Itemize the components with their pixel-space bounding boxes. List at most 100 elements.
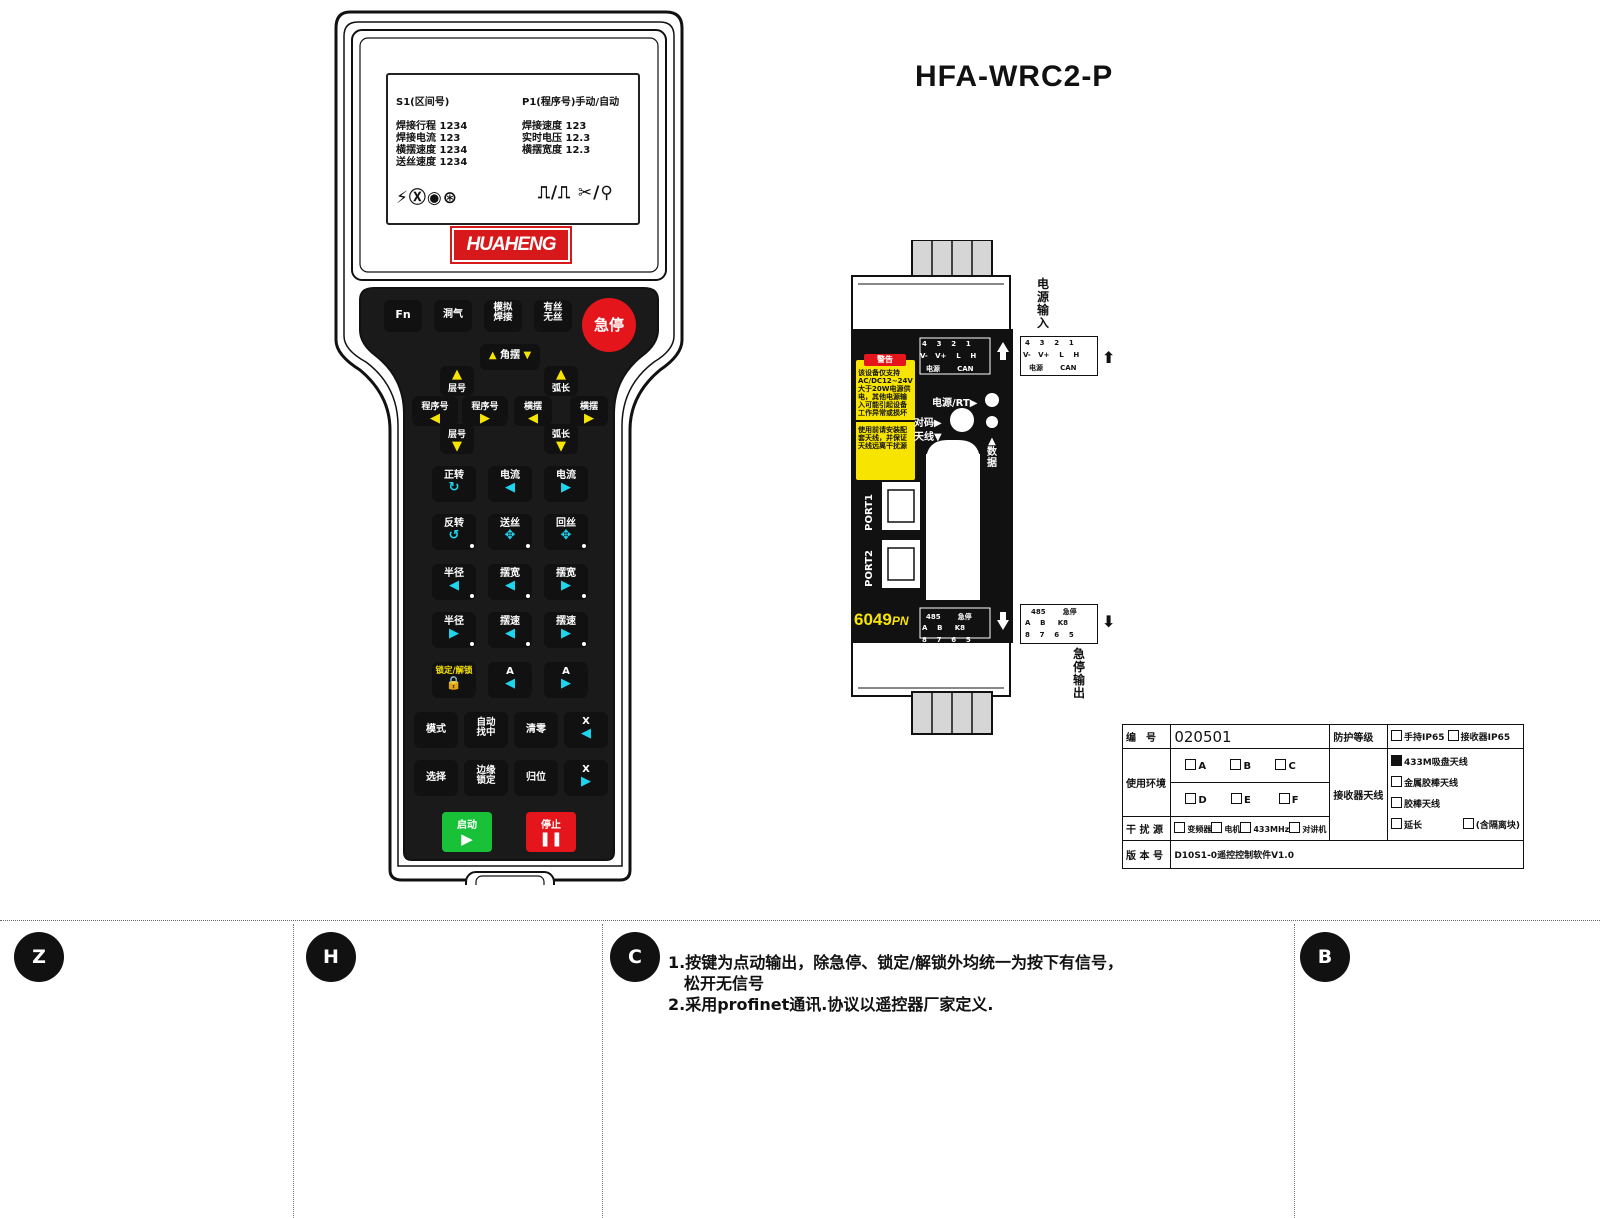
callout-terminal-groups: 电源 CAN (1029, 364, 1077, 372)
a-axis-increase-button[interactable]: A▶ (544, 662, 588, 698)
checkbox[interactable] (1185, 793, 1197, 804)
width-increase-button[interactable]: 摆宽▶ (544, 564, 588, 600)
forward-rotate-button[interactable]: 正转↻ (432, 466, 476, 502)
callout-terminal-numbers: 8 7 6 5 (1025, 631, 1074, 639)
checkbox[interactable] (1391, 730, 1403, 741)
screen-right-line: 实时电压 12.3 (522, 133, 591, 144)
clear-button[interactable]: 清零 (514, 712, 558, 748)
radius-increase-button[interactable]: 半径▶ (432, 612, 476, 648)
program-prev-button[interactable]: 程序号◀ (412, 396, 458, 426)
bottom-terminal-groups: 485 急停 (926, 613, 972, 621)
radius-decrease-button[interactable]: 半径◀ (432, 564, 476, 600)
checkbox[interactable] (1278, 793, 1290, 804)
x-axis-increase-button[interactable]: X▶ (564, 760, 608, 796)
select-button[interactable]: 选择 (414, 760, 458, 796)
checkbox[interactable] (1240, 822, 1252, 833)
checkbox[interactable] (1391, 796, 1403, 808)
screen-left-line: 焊接电流 123 (396, 133, 461, 144)
warning-text: 套天线，并保证 (858, 434, 907, 442)
environment-options: A B C (1170, 748, 1331, 783)
checkbox[interactable] (1275, 759, 1287, 770)
wire-feed-button[interactable]: 送丝✥ (488, 514, 532, 550)
checkbox[interactable] (1230, 759, 1242, 770)
checkbox[interactable] (1174, 822, 1186, 833)
pause-icon: ❚❚ (539, 831, 563, 847)
home-button[interactable]: 归位 (514, 760, 558, 796)
reverse-rotate-button[interactable]: 反转↺ (432, 514, 476, 550)
section-badge-b: B (1300, 932, 1350, 982)
layer-up-button[interactable]: ▲层号 (440, 366, 474, 396)
checkbox[interactable] (1391, 775, 1403, 787)
wire-retract-button[interactable]: 回丝✥ (544, 514, 588, 550)
arrow-left-icon: ◀ (505, 578, 515, 593)
sim-weld-button[interactable]: 模拟 焊接 (484, 300, 522, 332)
a-axis-decrease-button[interactable]: A◀ (488, 662, 532, 698)
arrow-left-icon: ◀ (505, 626, 515, 641)
checkbox[interactable] (1185, 759, 1197, 770)
checkbox[interactable] (1231, 793, 1243, 804)
status-icons-left: ⚡Ⓧ◉⊛ (396, 188, 459, 208)
warning-text: 该设备仅支持 (858, 369, 900, 377)
column-divider (293, 924, 294, 1218)
checkbox[interactable] (1462, 817, 1474, 829)
rotate-cw-icon: ↻ (448, 480, 460, 495)
wire-toggle-button[interactable]: 有丝 无丝 (534, 300, 572, 332)
arc-up-button[interactable]: ▲弧长 (544, 366, 578, 396)
power-input-label: 电源输入 (1036, 277, 1049, 330)
arrow-right-icon: ▶ (561, 480, 571, 495)
swing-speed-decrease-button[interactable]: 摆速◀ (488, 612, 532, 648)
swing-left-button[interactable]: 横摆◀ (514, 396, 552, 426)
arrow-right-icon: ▶ (561, 626, 571, 641)
checkbox[interactable] (1391, 817, 1403, 829)
arc-down-button[interactable]: 弧长▼ (544, 424, 578, 454)
checkbox[interactable] (1289, 822, 1301, 833)
fn-button[interactable]: Fn (384, 300, 422, 332)
spec-label: 接收器天线 (1329, 748, 1389, 841)
arrow-right-icon: ▶ (449, 626, 459, 641)
callout-terminal-numbers: 4 3 2 1 (1025, 339, 1074, 347)
mode-button[interactable]: 模式 (414, 712, 458, 748)
spec-label: 编 号 (1121, 724, 1172, 749)
current-decrease-button[interactable]: 电流◀ (488, 466, 532, 502)
indicator-dot (582, 594, 586, 598)
brand-logo: HUAHENG (450, 226, 572, 264)
lock-unlock-button[interactable]: 锁定/解锁🔒 (432, 662, 476, 698)
power-rt-label: 电源/RT▶ (932, 398, 978, 409)
auto-center-button[interactable]: 自动 找中 (464, 712, 508, 748)
width-decrease-button[interactable]: 摆宽◀ (488, 564, 532, 600)
checkbox-checked[interactable] (1391, 754, 1403, 766)
program-next-button[interactable]: 程序号▶ (462, 396, 508, 426)
arrow-right-icon: ▶ (581, 774, 591, 789)
receiver-model: 6049PN (854, 610, 909, 629)
arrow-left-icon: ◀ (505, 676, 515, 691)
stop-button[interactable]: 停止❚❚ (526, 812, 576, 852)
checkbox[interactable] (1447, 730, 1459, 741)
edge-lock-button[interactable]: 边缘 锁定 (464, 760, 508, 796)
antenna-options: 433M吸盘天线 金属胶棒天线 胶棒天线 延长 (含隔离块) (1387, 748, 1524, 841)
column-divider (602, 924, 603, 1218)
x-axis-decrease-button[interactable]: X◀ (564, 712, 608, 748)
layer-down-button[interactable]: 层号▼ (440, 424, 474, 454)
angle-swing-button[interactable]: ▲ 角摆 ▼ (480, 344, 540, 370)
screen-left-line: 送丝速度 1234 (396, 157, 468, 168)
note-line: 2.采用profinet通讯.协议以遥控器厂家定义. (668, 995, 994, 1014)
triangle-down-icon: ▼ (523, 350, 532, 361)
port2-label: PORT2 (864, 550, 875, 587)
start-button[interactable]: 启动▶ (442, 812, 492, 852)
spec-label: 使用环境 (1121, 748, 1172, 817)
swing-right-button[interactable]: 横摆▶ (570, 396, 608, 426)
wire-feed-icon: ✥ (504, 528, 516, 543)
gas-button[interactable]: 洞气 (434, 300, 472, 332)
checkbox[interactable] (1211, 822, 1223, 833)
top-terminal-numbers: 4 3 2 1 (922, 340, 971, 348)
arrow-up-icon: ⬆ (1102, 348, 1116, 367)
current-increase-button[interactable]: 电流▶ (544, 466, 588, 502)
swing-speed-increase-button[interactable]: 摆速▶ (544, 612, 588, 648)
screen-left-line: 横摆速度 1234 (396, 145, 468, 156)
bottom-terminal-numbers: 8 7 6 5 (922, 636, 971, 644)
arrow-down-icon: ▼ (556, 439, 566, 454)
emergency-stop-button[interactable]: 急停 (582, 298, 636, 352)
warning-text: 天线远离干扰源 (858, 442, 907, 450)
screen-right-line: 焊接速度 123 (522, 121, 587, 132)
